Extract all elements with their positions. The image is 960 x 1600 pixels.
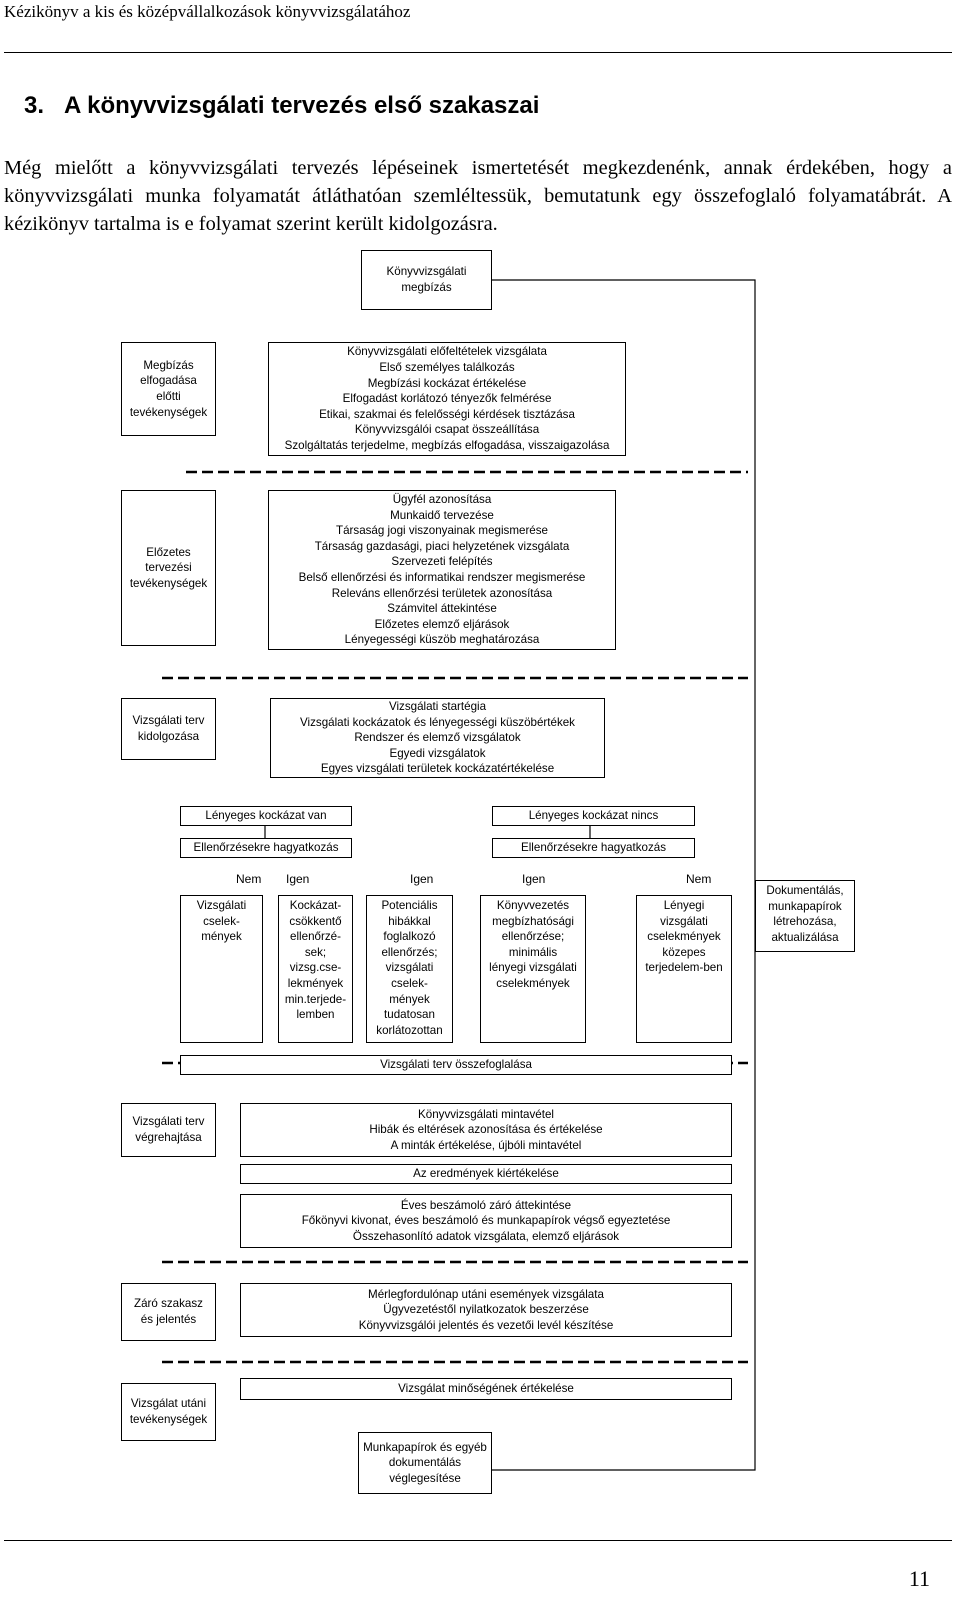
outcome-potential-errors: Potenciális hibákkal foglalkozó ellenőrz… — [366, 895, 453, 1043]
risk-no-box: Lényeges kockázat nincs — [492, 806, 695, 826]
answer-no-left: Nem — [236, 872, 262, 886]
closing-steps: Mérlegfordulónap utáni események vizsgál… — [240, 1283, 732, 1337]
answer-yes-3: Igen — [522, 872, 546, 886]
phase-post-audit: Vizsgálat utáni tevékenységek — [121, 1383, 216, 1441]
outcome-bookkeeping-reliability: Könyvvezetés megbízhatósági ellenőrzése;… — [480, 895, 586, 1043]
running-header: Kézikönyv a kis és középvállalkozások kö… — [4, 2, 411, 21]
start-engagement-box: Könyvvizsgálati megbízás — [361, 250, 492, 310]
outcome-audit-procedures: Vizsgálati cselek- mények — [180, 895, 263, 1043]
results-evaluation: Az eredmények kiértékelése — [240, 1164, 732, 1184]
answer-no-right: Nem — [686, 872, 712, 886]
risk-yes-box: Lényeges kockázat van — [180, 806, 352, 826]
controls-reliance-left: Ellenőrzésekre hagyatkozás — [180, 838, 352, 858]
phase-preliminary-planning: Előzetes tervezési tevékenységek — [121, 490, 216, 646]
documentation-box: Dokumentálás, munkapapírok létrehozása, … — [755, 880, 855, 952]
answer-yes-1: Igen — [286, 872, 310, 886]
outcome-substantive-medium: Lényegi vizsgálati cselekmények közepes … — [636, 895, 732, 1043]
pre-engagement-steps: Könyvvizsgálati előfeltételek vizsgálata… — [268, 342, 626, 456]
phase-pre-engagement: Megbízás elfogadása előtti tevékenységek — [121, 342, 216, 436]
phase-audit-plan: Vizsgálati terv kidolgozása — [121, 698, 216, 760]
intro-paragraph: Még mielőtt a könyvvizsgálati tervezés l… — [4, 157, 952, 235]
quality-evaluation: Vizsgálat minőségének értékelése — [240, 1378, 732, 1400]
controls-reliance-right: Ellenőrzésekre hagyatkozás — [492, 838, 695, 858]
final-review-steps: Éves beszámoló záró áttekintése Főkönyvi… — [240, 1194, 732, 1248]
audit-plan-summary: Vizsgálati terv összefoglalása — [180, 1055, 732, 1075]
phase-plan-execution: Vizsgálati terv végrehajtása — [121, 1103, 216, 1157]
header-rule — [4, 52, 952, 53]
preliminary-planning-steps: Ügyfél azonosítása Munkaidő tervezése Tá… — [268, 490, 616, 650]
page-number: 11 — [908, 1566, 930, 1591]
section-number: 3. — [24, 92, 45, 119]
answer-yes-2: Igen — [410, 872, 434, 886]
outcome-risk-reducing-controls: Kockázat- csökkentő ellenőrzé- sek; vizs… — [278, 895, 353, 1043]
finalize-workpapers: Munkapapírok és egyéb dokumentálás végle… — [358, 1432, 492, 1494]
section-title: A könyvvizsgálati tervezés első szakasza… — [64, 92, 540, 119]
footer-rule — [4, 1540, 952, 1541]
section-heading: 3. A könyvvizsgálati tervezés első szaka… — [24, 92, 539, 120]
phase-closing-reporting: Záró szakasz és jelentés — [121, 1283, 216, 1341]
audit-plan-steps: Vizsgálati startégia Vizsgálati kockázat… — [270, 698, 605, 778]
sampling-steps: Könyvvizsgálati mintavétel Hibák és elté… — [240, 1103, 732, 1157]
